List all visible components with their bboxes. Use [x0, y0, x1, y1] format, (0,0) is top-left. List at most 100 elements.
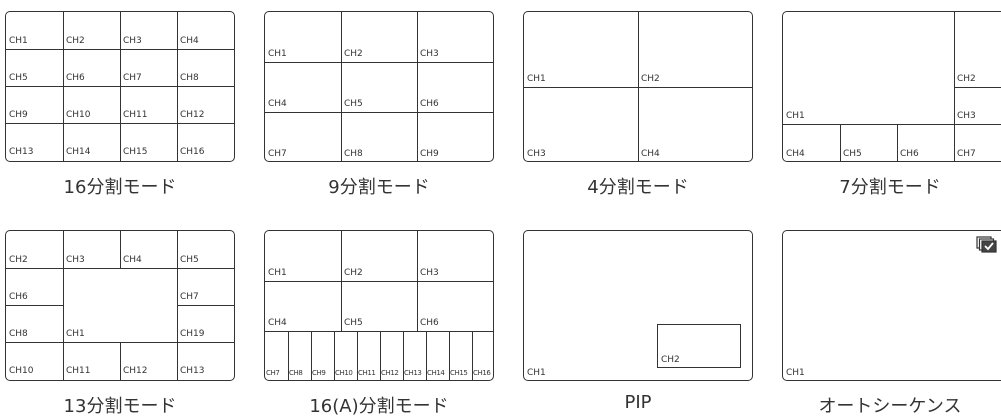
divider: [288, 331, 289, 380]
channel-label: CH1: [527, 74, 546, 84]
divider: [403, 331, 404, 380]
channel-label: CH7: [957, 149, 976, 159]
mode-caption: 9分割モード: [328, 177, 430, 198]
layout-16-split[interactable]: CH1 CH2 CH3 CH4 CH5 CH6 CH7 CH8 CH9 CH10…: [5, 11, 235, 162]
layout-pip[interactable]: CH1 CH2: [523, 230, 753, 381]
channel-label: CH8: [289, 369, 303, 377]
divider: [426, 331, 427, 380]
channel-label: CH1: [268, 268, 287, 278]
channel-label: CH3: [420, 49, 439, 59]
layout-9-split[interactable]: CH1 CH2 CH3 CH4 CH5 CH6 CH7 CH8 CH9: [264, 11, 494, 162]
channel-label: CH2: [344, 268, 363, 278]
sequence-check-icon: [976, 236, 997, 253]
channel-label: CH7: [180, 292, 199, 302]
channel-label: CH4: [268, 99, 287, 109]
channel-label: CH16: [473, 369, 491, 377]
channel-label: CH1: [786, 111, 805, 121]
channel-label: CH2: [661, 355, 680, 365]
channel-label: CH15: [450, 369, 468, 377]
channel-label: CH16: [180, 147, 205, 157]
channel-label: CH5: [9, 73, 28, 83]
mode-caption: 13分割モード: [63, 396, 177, 417]
divider: [449, 331, 450, 380]
channel-label: CH6: [9, 292, 28, 302]
channel-label: CH10: [335, 369, 353, 377]
divider: [120, 231, 121, 268]
channel-label: CH7: [123, 73, 142, 83]
divider: [334, 331, 335, 380]
channel-label: CH5: [344, 99, 363, 109]
channel-label: CH7: [266, 369, 280, 377]
channel-label: CH8: [344, 149, 363, 159]
channel-label: CH4: [641, 149, 660, 159]
mode-caption: 16分割モード: [63, 177, 177, 198]
channel-label: CH14: [427, 369, 445, 377]
channel-label: CH6: [420, 318, 439, 328]
channel-label: CH12: [381, 369, 399, 377]
channel-label: CH1: [786, 368, 805, 378]
channel-label: CH8: [180, 73, 199, 83]
mode-caption: 7分割モード: [839, 177, 941, 198]
divider: [265, 281, 493, 282]
layout-16a-split[interactable]: CH1 CH2 CH3 CH4 CH5 CH6 CH7 CH8 CH9 CH10…: [264, 230, 494, 381]
channel-label: CH5: [180, 255, 199, 265]
divider: [177, 231, 178, 380]
channel-label: CH10: [66, 110, 91, 120]
channel-label: CH6: [900, 149, 919, 159]
channel-label: CH4: [268, 318, 287, 328]
mode-caption: 4分割モード: [587, 177, 689, 198]
channel-label: CH2: [9, 255, 28, 265]
divider: [6, 123, 234, 124]
divider: [524, 87, 752, 88]
channel-label: CH12: [180, 110, 205, 120]
divider: [120, 342, 121, 380]
divider: [6, 49, 234, 50]
channel-label: CH2: [641, 74, 660, 84]
channel-label: CH10: [9, 366, 34, 376]
divider: [954, 12, 955, 161]
divider: [897, 124, 898, 161]
divider: [6, 86, 234, 87]
pip-window: CH2: [657, 324, 741, 368]
channel-label: CH14: [66, 147, 91, 157]
divider: [357, 331, 358, 380]
channel-label: CH13: [9, 147, 34, 157]
channel-label: CH11: [66, 366, 91, 376]
channel-label: CH9: [9, 110, 28, 120]
layout-auto-sequence[interactable]: CH1: [782, 230, 1001, 381]
divider: [638, 12, 639, 161]
divider: [265, 331, 493, 332]
channel-label: CH9: [420, 149, 439, 159]
divider: [177, 305, 234, 306]
divider: [840, 124, 841, 161]
layout-13-split[interactable]: CH1 CH2 CH3 CH4 CH5 CH6 CH7 CH8 CH19 CH1…: [5, 230, 235, 381]
channel-label: CH15: [123, 147, 148, 157]
divider: [472, 331, 473, 380]
channel-label: CH1: [268, 49, 287, 59]
layout-4-split[interactable]: CH1 CH2 CH3 CH4: [523, 11, 753, 162]
channel-label: CH11: [358, 369, 376, 377]
channel-label: CH3: [66, 255, 85, 265]
channel-label: CH4: [123, 255, 142, 265]
divider: [311, 331, 312, 380]
mode-caption: 16(A)分割モード: [309, 396, 449, 417]
layout-7-split[interactable]: CH1 CH2 CH3 CH4 CH5 CH6 CH7: [782, 11, 1001, 162]
channel-label: CH13: [404, 369, 422, 377]
channel-label: CH11: [123, 110, 148, 120]
mode-caption: PIP: [624, 392, 652, 413]
channel-label: CH6: [420, 99, 439, 109]
mode-caption: オートシーケンス: [818, 396, 962, 417]
channel-label: CH2: [344, 49, 363, 59]
divider: [63, 231, 64, 380]
channel-label: CH13: [180, 366, 205, 376]
divider: [954, 87, 1001, 88]
channel-label: CH4: [180, 36, 199, 46]
divider: [341, 12, 342, 161]
divider: [265, 62, 493, 63]
channel-label: CH2: [66, 36, 85, 46]
channel-label: CH19: [180, 329, 205, 339]
divider: [380, 331, 381, 380]
divider: [6, 268, 234, 269]
channel-label: CH1: [527, 368, 546, 378]
divider: [783, 124, 1001, 125]
